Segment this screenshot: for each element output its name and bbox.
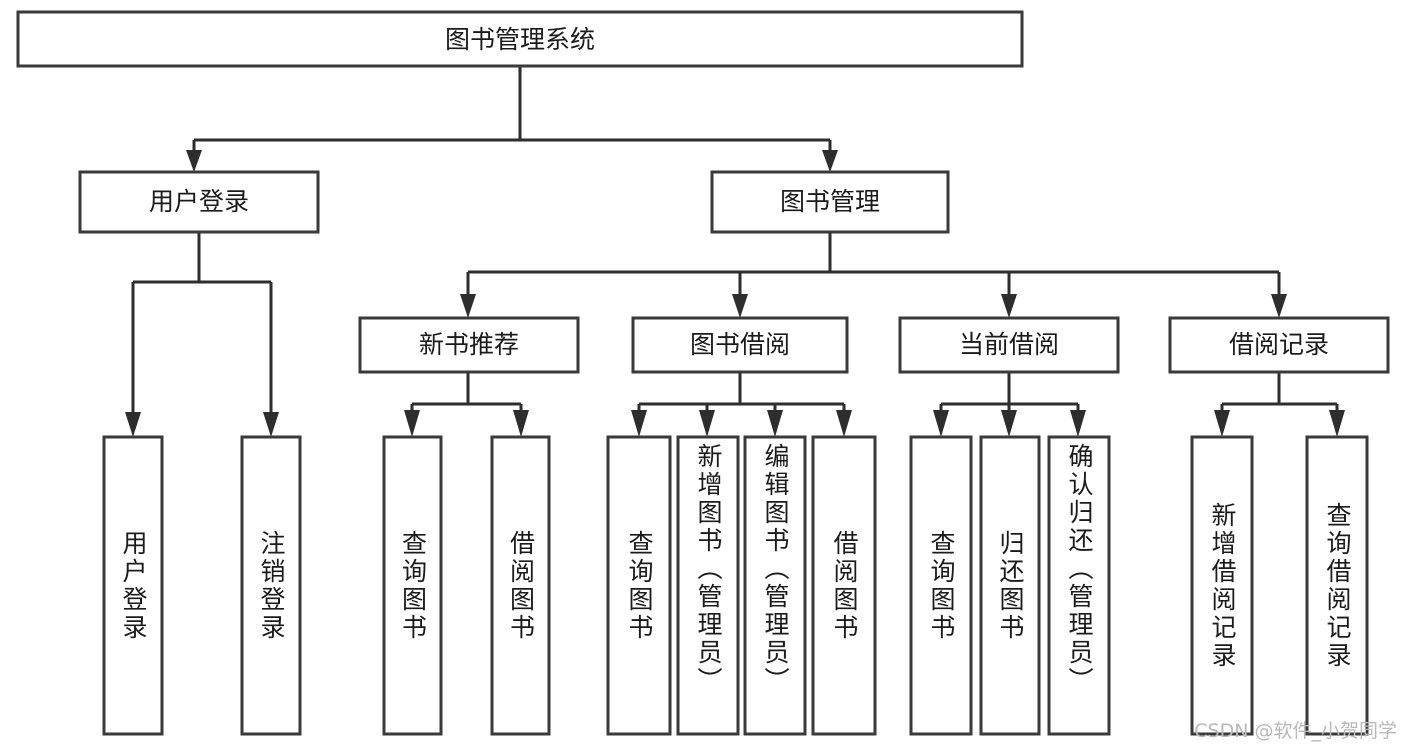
arrow-head-current-l1 — [933, 410, 949, 437]
node-book-manage-label: 图书管理 — [780, 187, 880, 216]
leaf-book-borrow-2-box[interactable] — [676, 435, 740, 736]
node-root-system-label: 图书管理系统 — [445, 25, 595, 54]
node-current-borrow-label: 当前借阅 — [959, 330, 1059, 359]
arrow-head-root-to-user — [186, 150, 202, 172]
node-new-book-recommend-box[interactable] — [358, 316, 580, 374]
arrow-head-user-leaf2 — [263, 412, 279, 437]
leaf-user-login-1[interactable] — [102, 435, 164, 736]
connector-group-new-book — [404, 372, 529, 437]
arrow-head-record-l1 — [1214, 410, 1230, 437]
node-user-login-box[interactable] — [78, 170, 320, 234]
node-borrow-record-label: 借阅记录 — [1229, 330, 1329, 359]
leaf-borrow-record-2-box[interactable] — [1305, 435, 1369, 736]
leaf-borrow-record-1-box[interactable] — [1190, 435, 1254, 736]
arrow-head-current-l2 — [1001, 410, 1017, 437]
arrow-head-borrow-l4 — [836, 410, 852, 437]
arrow-head-book-c2 — [732, 294, 748, 318]
leaf-user-login-1-box[interactable] — [102, 435, 164, 736]
leaf-book-borrow-4-box[interactable] — [811, 435, 877, 736]
leaf-borrow-record-1[interactable] — [1190, 435, 1254, 736]
leaf-book-borrow-1-box[interactable] — [606, 435, 672, 736]
node-book-manage[interactable]: 图书管理 — [710, 170, 950, 234]
connector-group-book-manage — [460, 232, 1287, 318]
connector-group-root — [186, 66, 838, 172]
connector-group-book-borrow — [631, 372, 852, 437]
leaf-user-login-2-box[interactable] — [240, 435, 302, 736]
arrow-head-borrow-l1 — [631, 410, 647, 437]
arrow-head-borrow-l2 — [699, 410, 715, 437]
arrow-head-record-l2 — [1329, 410, 1345, 437]
node-borrow-record-box[interactable] — [1168, 316, 1390, 374]
node-book-borrow-box[interactable] — [631, 316, 849, 374]
leaf-user-login-2[interactable] — [240, 435, 302, 736]
node-root-system-box[interactable] — [16, 10, 1024, 68]
arrow-head-borrow-l3 — [767, 410, 783, 437]
arrow-head-current-l3 — [1070, 410, 1086, 437]
arrow-head-newbook-l2 — [513, 410, 529, 437]
node-new-book-recommend[interactable]: 新书推荐 — [358, 316, 580, 374]
connector-group-current-borrow — [933, 372, 1086, 437]
leaf-new-book-1-box[interactable] — [382, 435, 443, 736]
leaf-book-borrow-4[interactable] — [811, 435, 877, 736]
node-root-system[interactable]: 图书管理系统 — [16, 10, 1024, 68]
arrow-head-user-leaf1 — [125, 412, 141, 437]
node-book-manage-box[interactable] — [710, 170, 950, 234]
leaf-current-borrow-2-box[interactable] — [979, 435, 1041, 736]
node-user-login[interactable]: 用户登录 — [78, 170, 320, 234]
csdn-watermark: CSDN @软件_小贺同学 — [1194, 720, 1397, 742]
node-user-login-label: 用户登录 — [149, 187, 249, 216]
node-current-borrow[interactable]: 当前借阅 — [898, 316, 1120, 374]
arrow-head-root-to-book — [822, 150, 838, 172]
leaf-new-book-1[interactable] — [382, 435, 443, 736]
leaf-current-borrow-3-box[interactable] — [1047, 435, 1111, 736]
leaf-borrow-record-2[interactable] — [1305, 435, 1369, 736]
connector-group-borrow-record — [1214, 372, 1345, 437]
leaf-new-book-2[interactable] — [490, 435, 551, 736]
node-current-borrow-box[interactable] — [898, 316, 1120, 374]
arrow-head-newbook-l1 — [404, 410, 420, 437]
node-book-borrow-label: 图书借阅 — [690, 330, 790, 359]
leaf-current-borrow-3[interactable] — [1047, 435, 1111, 736]
leaf-current-borrow-2[interactable] — [979, 435, 1041, 736]
leaf-new-book-2-box[interactable] — [490, 435, 551, 736]
leaf-book-borrow-1[interactable] — [606, 435, 672, 736]
leaf-current-borrow-1-box[interactable] — [909, 435, 973, 736]
leaf-book-borrow-3-box[interactable] — [743, 435, 807, 736]
connector-group-user-login — [125, 232, 279, 437]
leaf-current-borrow-1[interactable] — [909, 435, 973, 736]
arrow-head-book-c1 — [460, 294, 476, 318]
node-borrow-record[interactable]: 借阅记录 — [1168, 316, 1390, 374]
node-new-book-recommend-label: 新书推荐 — [419, 330, 519, 359]
leaf-book-borrow-3[interactable] — [743, 435, 807, 736]
arrow-head-book-c4 — [1271, 294, 1287, 318]
leaf-book-borrow-2[interactable] — [676, 435, 740, 736]
arrow-head-book-c3 — [1001, 294, 1017, 318]
node-book-borrow[interactable]: 图书借阅 — [631, 316, 849, 374]
